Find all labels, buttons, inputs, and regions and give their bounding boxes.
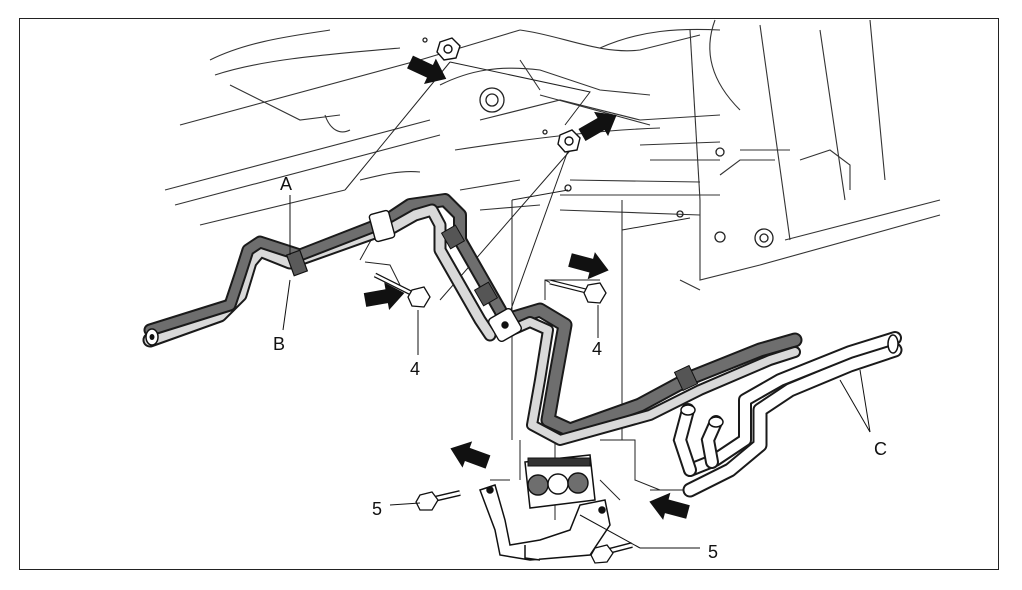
lower-clamp-block [524,454,596,509]
pipe-clamp-icon [368,209,522,342]
callout-leaders [282,195,871,549]
callout-5-left: 5 [372,499,382,519]
callout-C: C [874,439,887,459]
pipe-assembly-left [142,202,428,348]
vehicle-body-outline [164,19,941,291]
bolt-icon [373,272,633,564]
nut-icon [436,37,581,153]
removal-arrow-icon [362,49,692,526]
callout-4-right: 4 [592,339,602,359]
pipe-assembly-right [492,302,803,446]
callout-4-left: 4 [410,359,420,379]
body-holes [422,37,774,248]
bracket-icon [479,484,611,561]
callout-5-right: 5 [708,542,718,562]
assembly-leader-lines [344,61,691,520]
callout-B: B [273,334,285,354]
callout-A: A [280,174,292,194]
pipe-assembly-c [672,331,903,498]
diagram-frame [19,18,999,570]
pipe-assembly-middle [373,193,517,342]
